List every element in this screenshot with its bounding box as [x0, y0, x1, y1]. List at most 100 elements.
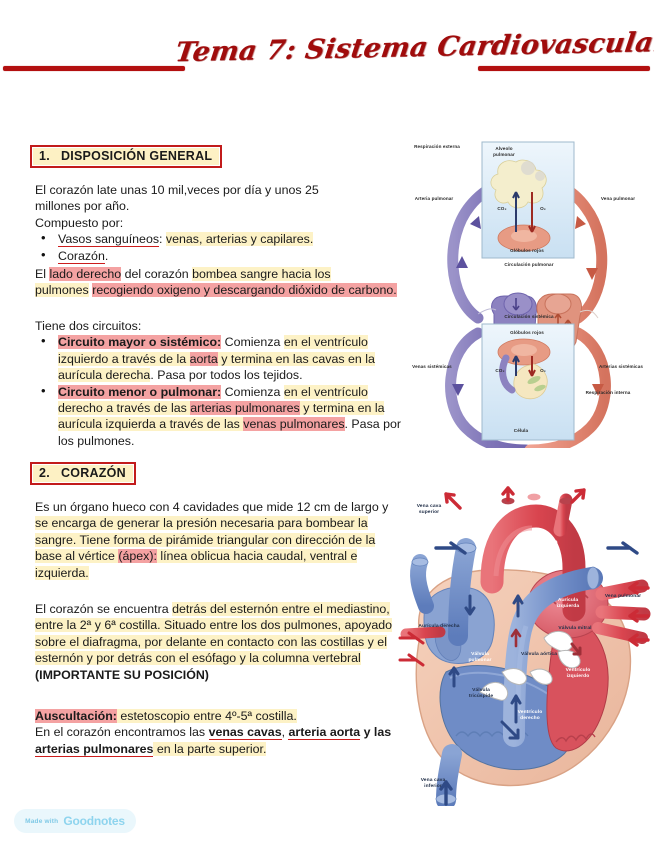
label-circuito-mayor: Circuito mayor o sistémico: [58, 335, 222, 350]
highlight-recogiendo: recogiendo oxigeno y descargando dióxido… [92, 283, 397, 298]
text-importante-posicion: (IMPORTANTE SU POSICIÓN) [35, 667, 209, 682]
label-ventriculo-derecho: Ventrículo derecho [517, 710, 543, 721]
page-title: Tema 7: Sistema Cardiovascular [173, 26, 654, 69]
label-respiracion-externa: Respiración externa [414, 144, 460, 149]
paragraph-organo-hueco: Es un órgano hueco con 4 cavidades que m… [35, 499, 397, 581]
term-arterias-pulmonares: arterias pulmonares [35, 741, 154, 757]
text-frag: Es un órgano hueco con 4 cavidades que m… [35, 500, 389, 514]
label-valvula-aortica: Válvula aórtica [520, 652, 558, 657]
label-globulos-rojos-top: Glóbulos rojos [510, 248, 544, 253]
text-block: Auscultación: estetoscopio entre 4º-5ª c… [35, 708, 397, 757]
label-alveolo-pulmonar: Alveolo pulmonar [493, 146, 515, 157]
text-line: millones por año. [35, 199, 130, 214]
label-auricula-izquierda: Aurícula izquierda [556, 598, 580, 609]
highlight-venas-pulmonares: venas pulmonares [243, 417, 345, 432]
text-frag: . Pasa por los pulmones. [58, 417, 402, 448]
label-vena-pulmonar: Vena pulmonar [604, 594, 642, 599]
paragraph-heartbeat: El corazón late unas 10 mil,veces por dí… [35, 182, 407, 231]
text-frag: Comienza [221, 384, 284, 399]
list-item-circuito-mayor: Circuito mayor o sistémico: Comienza en … [35, 333, 407, 383]
text-colon: : [159, 232, 166, 247]
label-valvula-pulmonar: Válvula pulmonar [468, 652, 492, 663]
watermark-brand: Goodnotes [63, 814, 125, 828]
heart-svg [398, 486, 651, 810]
term-corazon: Corazón [58, 248, 105, 264]
section-2-title: CORAZÓN [60, 466, 126, 480]
term-vasos-sanguineos: Vasos sanguíneos [58, 232, 160, 248]
list-circuits: Circuito mayor o sistémico: Comienza en … [35, 333, 407, 450]
list-components: Vasos sanguíneos: venas, arterias y capi… [35, 230, 407, 264]
label-co2-top: CO₂ [497, 206, 507, 211]
label-vena-cava-inferior: Vena cava inferior [420, 778, 446, 789]
text-frag: del corazón [121, 267, 193, 281]
label-arteria-pulmonar: Arteria pulmonar [530, 562, 554, 573]
label-valvula-tricuspide: Válvula tricúspide [468, 688, 494, 699]
section-heading-1: 1. DISPOSICIÓN GENERAL [30, 145, 223, 168]
label-vena-pulmonar: Vena pulmonar [600, 196, 636, 201]
watermark-made-with: Made with [25, 817, 59, 825]
label-globulos-rojos-bottom: Glóbulos rojos [510, 330, 544, 335]
highlight-bombea: bombea sangre hacia los [192, 267, 331, 281]
text-period: . [104, 248, 109, 263]
section-1-title: DISPOSICIÓN GENERAL [60, 149, 213, 163]
title-banner: Tema 7: Sistema Cardiovascular [0, 27, 654, 92]
title-rule-left [3, 66, 185, 71]
term-arteria-aorta: arteria aorta [288, 725, 361, 741]
highlight-lado-derecho: lado derecho [49, 267, 122, 281]
label-venas-sistemicas: Venas sistémicas [412, 364, 452, 369]
highlight-estetoscopio: estetoscopio entre 4º-5ª costilla. [116, 709, 297, 723]
text-block: El lado derecho del corazón bombea sangr… [35, 266, 407, 299]
label-arteria-pulmonar: Arteria pulmonar [414, 196, 454, 201]
circulation-svg [445, 141, 611, 456]
section-1-circuits: Tiene dos circuitos: Circuito mayor o si… [35, 318, 407, 449]
highlight-pulmones: pulmones [35, 283, 89, 298]
text-frag: , [281, 725, 289, 740]
term-venas-cavas: venas cavas [208, 725, 282, 741]
label-aorta: Aorta [544, 540, 558, 545]
paragraph-auscultacion: Auscultación: estetoscopio entre 4º-5ª c… [35, 708, 397, 757]
text-frag: y las [360, 725, 392, 740]
label-arterias-sistemicas: Arterias sistémicas [598, 364, 644, 369]
highlight-apex: (ápex): [118, 549, 157, 564]
label-valvula-mitral: Válvula mitral [558, 626, 592, 631]
label-auricula-derecha: Aurícula derecha [418, 624, 460, 629]
list-item-circuito-menor: Circuito menor o pulmonar: Comienza en e… [35, 383, 407, 450]
paragraph-posicion: El corazón se encuentra detrás del ester… [35, 601, 397, 683]
label-celula: Célula [513, 428, 529, 433]
text-frag: El corazón se encuentra [35, 602, 173, 616]
text-line: El corazón late unas 10 mil,veces por dí… [35, 183, 319, 197]
section-1-body: El corazón late unas 10 mil,veces por dí… [35, 182, 407, 264]
highlight-aorta: aorta [189, 351, 218, 366]
text-frag: Comienza [221, 335, 284, 350]
paragraph-lado-derecho: El lado derecho del corazón bombea sangr… [35, 266, 407, 299]
label-circulacion-pulmonar: Circulación pulmonar [504, 262, 554, 267]
text-frag: En el corazón encontramos las [35, 725, 209, 740]
text-vasos-values: venas, arterias y capilares. [165, 232, 314, 247]
section-2-number: 2. [39, 466, 50, 480]
text-line: Compuesto por: [35, 215, 124, 230]
label-circulacion-sistemica: Circulación sistémica [504, 314, 554, 319]
figure-circulation-diagram: Respiración externa Arteria pulmonar Ven… [408, 128, 648, 456]
title-rule-right [478, 66, 650, 71]
list-item: Corazón. [35, 247, 407, 264]
text-block: Es un órgano hueco con 4 cavidades que m… [35, 499, 397, 581]
goodnotes-watermark: Made with Goodnotes [14, 809, 136, 833]
label-o2-bottom: O₂ [540, 368, 546, 373]
label-co2-bottom: CO₂ [495, 368, 505, 373]
list-item: Vasos sanguíneos: venas, arterias y capi… [35, 230, 407, 248]
text-frag: El [35, 267, 50, 281]
figure-heart-anatomy: Vena cava superior Aorta Arteria pulmona… [396, 486, 652, 810]
label-vena-cava-superior: Vena cava superior [416, 504, 442, 515]
label-circuito-menor: Circuito menor o pulmonar: [58, 384, 222, 399]
text-block: El corazón se encuentra detrás del ester… [35, 601, 397, 683]
highlight-arterias-pulmonares: arterias pulmonares [190, 401, 300, 416]
label-auscultacion: Auscultación: [35, 709, 117, 723]
section-heading-2: 2. CORAZÓN [30, 462, 136, 485]
label-ventriculo-izquierdo: Ventrículo izquierdo [565, 668, 591, 679]
section-1-number: 1. [39, 149, 50, 163]
label-respiracion-interna: Respiración interna [585, 390, 631, 395]
text-tiene-dos-circuitos: Tiene dos circuitos: [35, 319, 142, 333]
label-o2-top: O₂ [540, 206, 546, 211]
highlight-parte-superior: en la parte superior. [153, 741, 267, 756]
text-frag: . Pasa por todos los tejidos. [150, 368, 303, 383]
